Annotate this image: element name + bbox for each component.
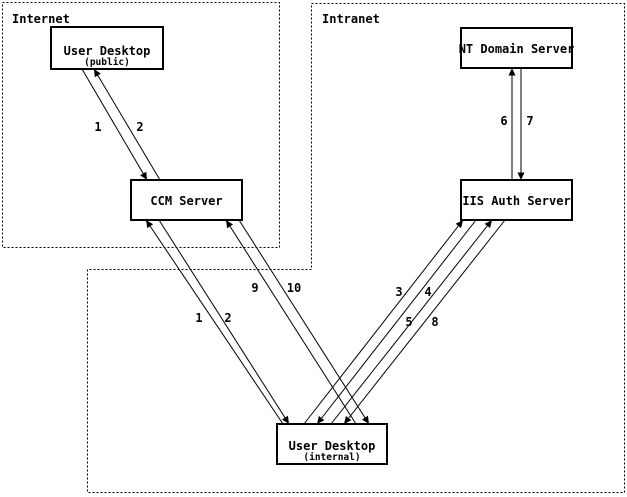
flow-label-6: 6 bbox=[500, 114, 507, 128]
flow-line-10-ccm-to-internal bbox=[238, 219, 370, 425]
iis-auth-server-box bbox=[460, 179, 573, 221]
flow-iis-nt-domain: 6 7 bbox=[500, 68, 534, 180]
flow-public-desktop-ccm: 1 2 bbox=[81, 68, 161, 181]
node-user-desktop-internal: User Desktop (internal) bbox=[276, 423, 388, 465]
flow-line-4-iis-to-internal bbox=[316, 219, 477, 425]
flow-label-3: 3 bbox=[395, 285, 402, 299]
intranet-boundary bbox=[87, 3, 625, 493]
user-desktop-public-box bbox=[50, 26, 164, 70]
node-iis-auth-server: IIS Auth Server bbox=[460, 179, 573, 221]
flow-line-9-internal-to-ccm bbox=[225, 219, 357, 425]
flow-internal-desktop-ccm-910: 9 10 bbox=[225, 219, 370, 425]
node-user-desktop-public: User Desktop (public) bbox=[50, 26, 164, 70]
user-desktop-internal-label: User Desktop bbox=[289, 439, 376, 453]
region-intranet: Intranet bbox=[87, 3, 625, 493]
flow-label-5: 5 bbox=[405, 315, 412, 329]
ccm-server-box bbox=[130, 179, 243, 221]
flow-internal-desktop-iis-34: 3 4 bbox=[303, 219, 477, 425]
user-desktop-internal-sublabel: (internal) bbox=[303, 452, 360, 463]
flow-label-10: 10 bbox=[287, 281, 301, 295]
flow-label-8: 8 bbox=[431, 315, 438, 329]
region-label-intranet: Intranet bbox=[322, 12, 380, 26]
flow-line-5-internal-to-iis bbox=[330, 219, 493, 425]
iis-auth-server-label: IIS Auth Server bbox=[462, 194, 570, 208]
flow-internal-desktop-iis-58: 5 8 bbox=[330, 219, 506, 425]
flow-line-2-ccm-to-internal bbox=[158, 219, 290, 425]
flow-line-2-ccm-to-public bbox=[93, 68, 161, 181]
node-nt-domain-server: NT Domain Server bbox=[459, 27, 575, 69]
flow-internal-desktop-ccm-12: 1 2 bbox=[145, 219, 290, 425]
ccm-server-label: CCM Server bbox=[150, 194, 222, 208]
flow-line-1-public-to-ccm bbox=[81, 68, 148, 181]
flow-label-4: 4 bbox=[424, 285, 431, 299]
flow-line-3-internal-to-iis bbox=[303, 219, 464, 425]
node-ccm-server: CCM Server bbox=[130, 179, 243, 221]
flow-label-7: 7 bbox=[526, 114, 533, 128]
nt-domain-server-label: NT Domain Server bbox=[459, 42, 575, 56]
user-desktop-internal-box bbox=[276, 423, 388, 465]
region-label-internet: Internet bbox=[12, 12, 70, 26]
flow-label-2b: 2 bbox=[224, 311, 231, 325]
user-desktop-public-label: User Desktop bbox=[64, 44, 151, 58]
flow-line-1-internal-to-ccm bbox=[145, 219, 284, 425]
internet-boundary bbox=[2, 2, 280, 248]
region-internet: Internet bbox=[2, 2, 280, 248]
nt-domain-server-box bbox=[460, 27, 573, 69]
flow-label-1b: 1 bbox=[195, 311, 202, 325]
flow-label-1a: 1 bbox=[94, 120, 101, 134]
flow-label-2a: 2 bbox=[136, 120, 143, 134]
flow-line-8-iis-to-internal bbox=[343, 219, 506, 425]
flow-label-9: 9 bbox=[251, 281, 258, 295]
user-desktop-public-sublabel: (public) bbox=[84, 57, 130, 68]
